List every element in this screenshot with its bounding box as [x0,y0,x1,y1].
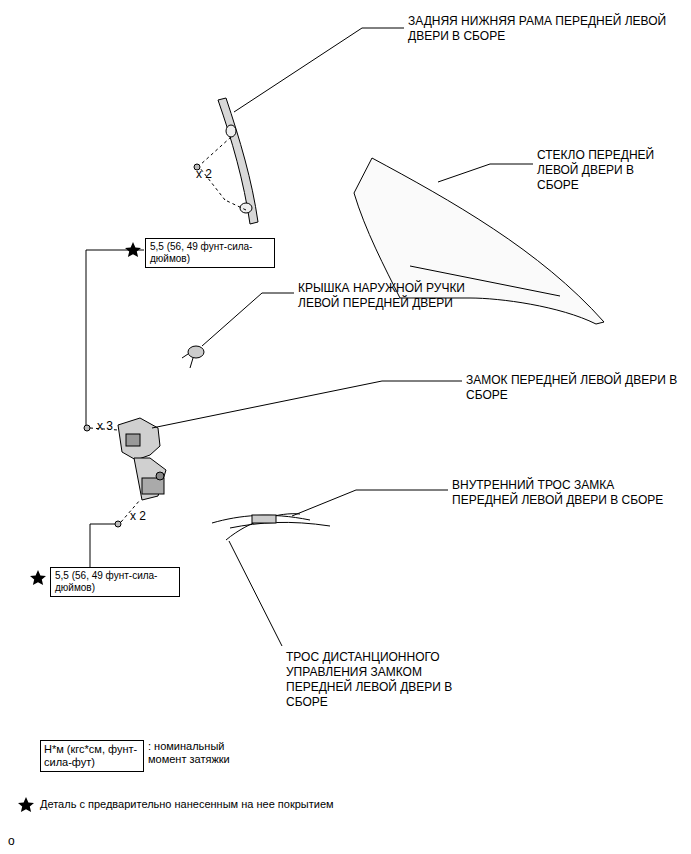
legend-text: Деталь с предварительно нанесенным на не… [40,798,480,811]
page-mark: o [8,834,28,849]
quantity-label: x 3 [97,419,137,434]
lock-part [118,418,166,500]
box-text: 5,5 (56, 49 фунт-сила-дюймов) [145,238,275,268]
handle-cover-part [182,346,204,368]
frame-part [218,98,258,224]
quantity-label: x 2 [196,167,236,182]
unit-legend-box: Н*м (кгс*см, фунт-сила-фут): номинальный… [40,740,360,772]
box-side-text: : номинальный момент затяжки [148,740,258,766]
torque-box: 5,5 (56, 49 фунт-сила-дюймов) [50,567,190,597]
box-text: 5,5 (56, 49 фунт-сила-дюймов) [50,567,180,597]
torque-box: 5,5 (56, 49 фунт-сила-дюймов) [145,238,285,268]
part-name: ЗАМОК ПЕРЕДНЕЙ ЛЕВОЙ ДВЕРИ В СБОРЕ [466,373,684,403]
part-name: ЗАДНЯЯ НИЖНЯЯ РАМА ПЕРЕДНЕЙ ЛЕВОЙ ДВЕРИ … [408,14,678,44]
part-name: СТЕКЛО ПЕРЕДНЕЙ ЛЕВОЙ ДВЕРИ В СБОРЕ [537,148,677,193]
box-text: Н*м (кгс*см, фунт-сила-фут) [40,740,144,772]
part-name: ТРОС ДИСТАНЦИОННОГО УПРАВЛЕНИЯ ЗАМКОМ ПЕ… [286,650,491,710]
part-name: ВНУТРЕННИЙ ТРОС ЗАМКА ПЕРЕДНЕЙ ЛЕВОЙ ДВЕ… [452,478,674,508]
star-symbol [18,242,141,812]
cable-part [212,514,330,540]
quantity-label: x 2 [130,509,170,524]
part-name: КРЫШКА НАРУЖНОЙ РУЧКИ ЛЕВОЙ ПЕРЕДНЕЙ ДВЕ… [298,281,473,311]
